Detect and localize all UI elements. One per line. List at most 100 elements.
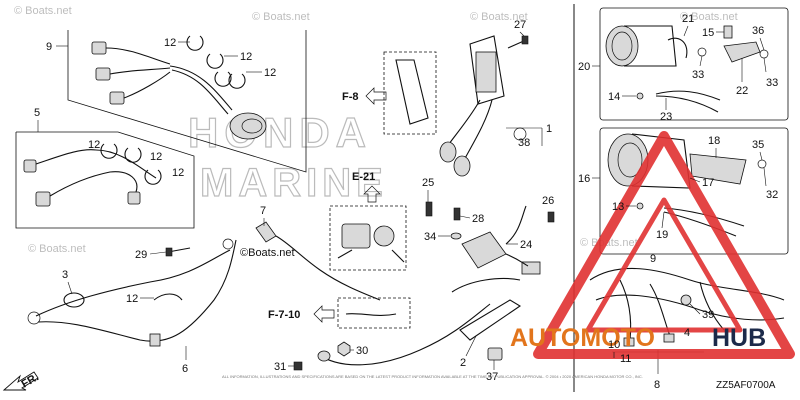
part-29-bolt[interactable] <box>165 247 191 257</box>
callout-22[interactable]: 22 <box>736 85 748 97</box>
callout-27[interactable]: 27 <box>514 19 526 31</box>
callout-1[interactable]: 1 <box>546 123 552 135</box>
part-2-cable[interactable] <box>317 277 522 366</box>
callout-20[interactable]: 20 <box>578 61 590 73</box>
section-ref-f710-label: F-7-10 <box>268 309 300 321</box>
callout-23[interactable]: 23 <box>660 111 672 123</box>
automotohub-right: HUB <box>712 324 766 352</box>
f710-dashed-box <box>337 297 411 329</box>
part-37-grommet[interactable] <box>487 347 503 361</box>
callout-25[interactable]: 25 <box>422 177 434 189</box>
boats-net-watermark-6: © Boats.net <box>580 237 638 249</box>
part-16-tachometer-group[interactable] <box>599 127 789 255</box>
part-7-connector[interactable] <box>255 221 381 301</box>
boats-net-watermark-5: © Boats.net <box>28 243 86 255</box>
part-12-band[interactable] <box>153 293 183 301</box>
part-25-bolt[interactable] <box>425 201 433 217</box>
section-ref-f8-label: F-8 <box>342 91 359 103</box>
callout-32[interactable]: 32 <box>766 189 778 201</box>
callout-30[interactable]: 30 <box>356 345 368 357</box>
callout-39[interactable]: 39 <box>702 309 714 321</box>
section-ref-e21[interactable]: E-21 <box>352 171 381 203</box>
callout-13[interactable]: 13 <box>612 201 624 213</box>
relay-dashed-box <box>329 205 407 271</box>
front-label: FR. <box>20 371 41 390</box>
part-9-box <box>67 30 307 173</box>
callout-11[interactable]: 11 <box>620 353 631 365</box>
callout-9-right[interactable]: 9 <box>650 253 656 265</box>
section-ref-f8[interactable]: F-8 <box>342 87 387 105</box>
part-3-clamp[interactable] <box>63 292 85 308</box>
callout-5[interactable]: 5 <box>34 107 40 119</box>
part-20-trim-meter-group[interactable] <box>599 7 789 121</box>
callout-9[interactable]: 9 <box>46 41 52 53</box>
callout-19[interactable]: 19 <box>656 229 668 241</box>
part-6-battery-cable[interactable] <box>27 238 237 347</box>
automotohub-watermark: AUTOMOTO HUB <box>510 131 795 359</box>
diagram-code: ZZ5AF0700A <box>716 380 776 391</box>
callout-4[interactable]: 4 <box>684 327 690 339</box>
honda-marine-watermark: HONDA MARINE <box>187 108 388 205</box>
callout-10[interactable]: 10 <box>608 339 620 351</box>
callout-24[interactable]: 24 <box>520 239 532 251</box>
callout-29[interactable]: 29 <box>135 249 147 261</box>
section-ref-f710[interactable]: F-7-10 <box>268 297 411 329</box>
part-5-box <box>15 131 195 229</box>
boats-net-watermark-4: © Boats.net <box>680 11 738 23</box>
callout-12-a[interactable]: 12 <box>164 37 176 49</box>
callout-12-g[interactable]: 12 <box>126 293 138 305</box>
callout-26[interactable]: 26 <box>542 195 554 207</box>
callout-18[interactable]: 18 <box>708 135 720 147</box>
starter-relay[interactable] <box>329 205 407 271</box>
callout-35[interactable]: 35 <box>752 139 764 151</box>
honda-watermark-word: HONDA <box>188 109 372 156</box>
part-28-screw[interactable] <box>453 207 461 221</box>
callout-36[interactable]: 36 <box>752 25 764 37</box>
callout-16[interactable]: 16 <box>578 173 590 185</box>
callout-3[interactable]: 3 <box>62 269 68 281</box>
front-arrow-icon <box>2 371 39 391</box>
callout-12-f[interactable]: 12 <box>172 167 184 179</box>
callout-7[interactable]: 7 <box>260 205 266 217</box>
callout-8[interactable]: 8 <box>654 379 660 391</box>
callout-33-b[interactable]: 33 <box>766 77 778 89</box>
callout-28[interactable]: 28 <box>472 213 484 225</box>
part-27-bolt[interactable] <box>507 35 529 49</box>
callout-33-a[interactable]: 33 <box>692 69 704 81</box>
boats-net-watermark-3: © Boats.net <box>470 11 528 23</box>
part-26-bolt[interactable] <box>547 211 555 223</box>
boats-net-watermark-1: © Boats.net <box>14 5 72 17</box>
callout-21[interactable]: 21 <box>682 13 694 25</box>
callout-12-c[interactable]: 12 <box>264 67 276 79</box>
callout-34[interactable]: 34 <box>424 231 436 243</box>
callout-6[interactable]: 6 <box>182 363 188 375</box>
callout-31[interactable]: 31 <box>274 361 286 373</box>
regulator-dashed-box <box>383 51 437 135</box>
copyright-notice: ALL INFORMATION, ILLUSTRATIONS AND SPECI… <box>222 374 643 379</box>
callout-37[interactable]: 37 <box>486 371 498 383</box>
automotohub-left: AUTOMOTO <box>510 324 655 352</box>
callout-15[interactable]: 15 <box>702 27 714 39</box>
boats-net-watermark-2: © Boats.net <box>252 11 310 23</box>
part-30-nut[interactable] <box>337 341 351 357</box>
callout-2[interactable]: 2 <box>460 357 466 369</box>
part-9-harness-group[interactable] <box>56 30 307 173</box>
callout-12-d[interactable]: 12 <box>88 139 100 151</box>
callout-12-b[interactable]: 12 <box>240 51 252 63</box>
callout-17[interactable]: 17 <box>702 177 714 189</box>
callout-12-e[interactable]: 12 <box>150 151 162 163</box>
marine-watermark-word: MARINE <box>200 161 388 205</box>
part-24-fuse-box[interactable] <box>461 205 541 275</box>
part-1-regulator-group[interactable] <box>383 35 543 177</box>
boats-net-watermarks: © Boats.net © Boats.net © Boats.net © Bo… <box>14 5 738 259</box>
part-34-washer[interactable] <box>450 232 462 240</box>
section-ref-e21-label: E-21 <box>352 171 375 183</box>
part-callouts: 9 12 12 12 5 12 12 12 29 7 3 12 6 31 30 <box>34 13 778 391</box>
part-20-box <box>599 7 789 121</box>
part-31-bolt[interactable] <box>293 361 303 371</box>
callout-14[interactable]: 14 <box>608 91 620 103</box>
part-5-harness-group[interactable] <box>15 120 195 229</box>
callout-38[interactable]: 38 <box>518 137 530 149</box>
front-direction-indicator: FR. <box>2 371 41 391</box>
